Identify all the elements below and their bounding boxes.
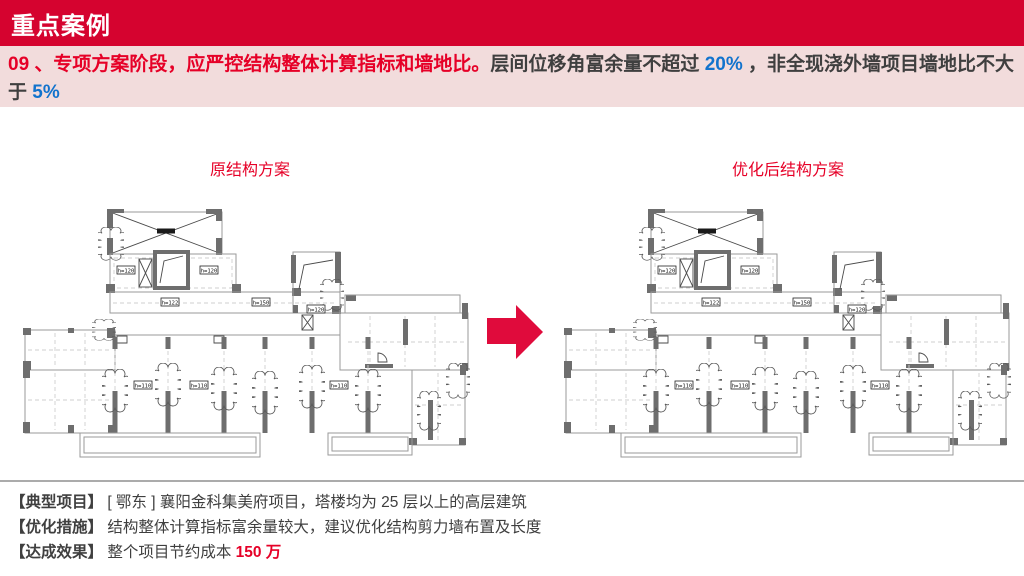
divider-line: [0, 480, 1024, 482]
right-plan-title: 优化后结构方案: [731, 162, 844, 179]
floor-plan-optimized: [551, 195, 1011, 485]
detail-label: 【达成效果】: [10, 544, 104, 561]
detail-row: 【典型项目】 [ 鄂东 ] 襄阳金科集美府项目，塔楼均为 25 层以上的高层建筑: [10, 490, 541, 515]
subtitle-dark-text-1: 层间位移角富余量不超过: [490, 54, 705, 75]
header-bar: 重点案例: [0, 0, 1024, 46]
detail-text: [ 鄂东 ] 襄阳金科集美府项目，塔楼均为 25 层以上的高层建筑: [103, 494, 527, 511]
detail-text: 结构整体计算指标富余量较大，建议优化结构剪力墙布置及长度: [103, 519, 542, 536]
subtitle-rule-text: 09 、专项方案阶段，应严控结构整体计算指标和墙地比。: [8, 54, 491, 75]
detail-text: 整个项目节约成本: [103, 544, 236, 561]
detail-highlight: 150 万: [235, 544, 282, 561]
floor-plan-original: [10, 195, 470, 485]
left-plan-title: 原结构方案: [209, 162, 290, 179]
detail-label: 【典型项目】: [10, 494, 104, 511]
transform-arrow-icon: [487, 305, 543, 359]
detail-label: 【优化措施】: [10, 519, 104, 536]
detail-row: 【优化措施】 结构整体计算指标富余量较大，建议优化结构剪力墙布置及长度: [10, 515, 541, 540]
case-details: 【典型项目】 [ 鄂东 ] 襄阳金科集美府项目，塔楼均为 25 层以上的高层建筑…: [10, 490, 541, 565]
detail-row: 【达成效果】 整个项目节约成本 150 万: [10, 540, 541, 565]
page-title: 重点案例: [11, 12, 111, 40]
subtitle-banner: 09 、专项方案阶段，应严控结构整体计算指标和墙地比。层间位移角富余量不超过 2…: [0, 46, 1024, 107]
subtitle-dark-text-2: ，非全现浇外墙项目墙地比不大于: [8, 54, 1015, 103]
subtitle-value-2: 5%: [32, 82, 60, 103]
subtitle-value-1: 20%: [704, 54, 743, 75]
